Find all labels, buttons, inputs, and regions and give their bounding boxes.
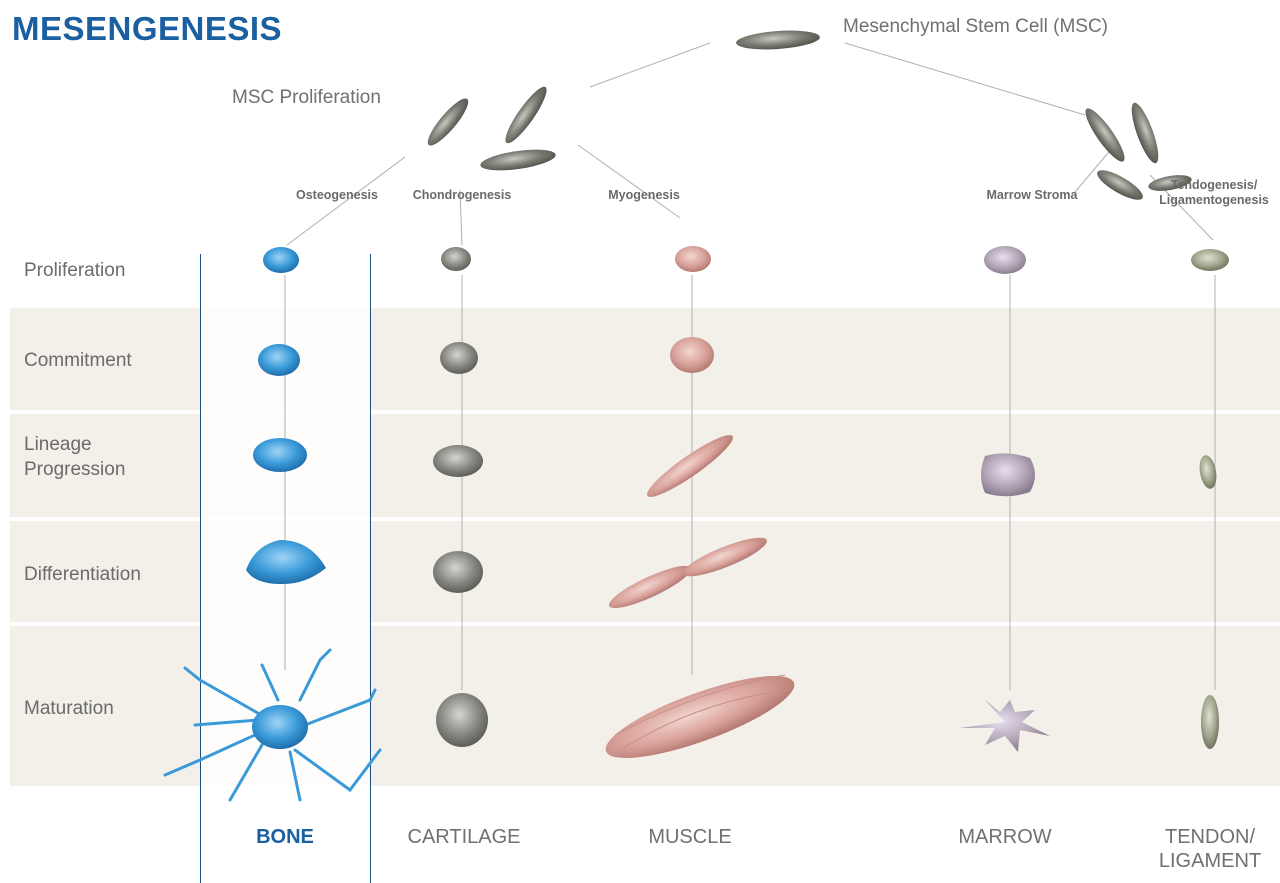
- tissue-bone: BONE: [201, 825, 369, 849]
- stage-maturation: Maturation: [24, 696, 114, 721]
- branch-tendogenesis: Tendogenesis/ Ligamentogenesis: [1148, 178, 1280, 208]
- stage-lineage-progression: Lineage Progression: [24, 432, 164, 482]
- msc-label: Mesenchymal Stem Cell (MSC): [843, 16, 1108, 38]
- msc-cell: [735, 28, 820, 52]
- osteocyte-cell: [165, 650, 380, 800]
- msc-proliferation-cells: [423, 83, 557, 175]
- tendon-cells: [1191, 249, 1229, 749]
- connector-line: [578, 145, 680, 218]
- connector-line: [845, 43, 1085, 115]
- cartilage-cells: [433, 247, 488, 747]
- tissue-muscle: MUSCLE: [610, 825, 770, 849]
- muscle-cells: [598, 246, 802, 774]
- branch-chondrogenesis: Chondrogenesis: [402, 188, 522, 203]
- tissue-cartilage: CARTILAGE: [384, 825, 544, 849]
- msc-proliferation-label: MSC Proliferation: [232, 87, 381, 109]
- tissue-tendon: TENDON/ LIGAMENT: [1140, 825, 1280, 873]
- marrow-cells: [960, 246, 1050, 752]
- stage-commitment: Commitment: [24, 348, 132, 373]
- branch-marrow-stroma: Marrow Stroma: [972, 188, 1092, 203]
- stage-differentiation: Differentiation: [24, 562, 141, 587]
- branch-myogenesis: Myogenesis: [594, 188, 694, 203]
- page-title: MESENGENESIS: [12, 10, 282, 48]
- tissue-marrow: MARROW: [925, 825, 1085, 849]
- branch-osteogenesis: Osteogenesis: [282, 188, 392, 203]
- bone-cells: [246, 247, 326, 584]
- connector-line: [590, 43, 710, 87]
- stage-proliferation: Proliferation: [24, 258, 125, 283]
